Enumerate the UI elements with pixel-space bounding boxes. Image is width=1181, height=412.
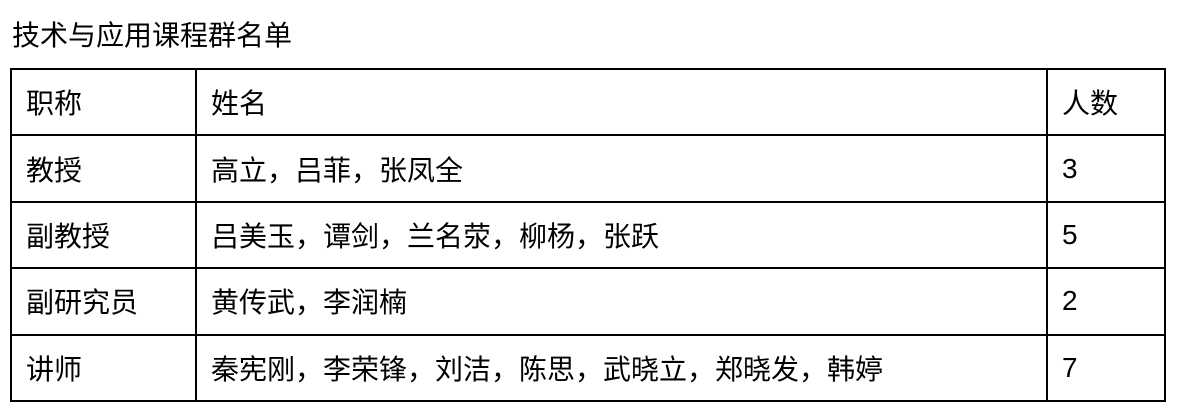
cell-count: 7 (1046, 333, 1166, 403)
cell-names: 黄传武，李润楠 (195, 267, 1048, 336)
table-header-row: 职称 姓名 人数 (10, 67, 1166, 137)
table-row: 教授 高立，吕菲，张凤全 3 (10, 134, 1166, 203)
column-header-count: 人数 (1046, 67, 1166, 137)
cell-count: 5 (1046, 200, 1166, 270)
cell-names: 吕美玉，谭剑，兰名荥，柳杨，张跃 (195, 200, 1048, 270)
table-row: 副教授 吕美玉，谭剑，兰名荥，柳杨，张跃 5 (10, 200, 1166, 270)
table-row: 讲师 秦宪刚，李荣锋，刘洁，陈思，武晓立，郑晓发，韩婷 7 (10, 333, 1166, 403)
cell-title: 副教授 (10, 200, 197, 270)
cell-names: 高立，吕菲，张凤全 (195, 134, 1048, 203)
column-header-names: 姓名 (195, 67, 1048, 137)
cell-title: 副研究员 (10, 267, 197, 336)
cell-title: 讲师 (10, 333, 197, 403)
table-row: 副研究员 黄传武，李润楠 2 (10, 267, 1166, 336)
page-title: 技术与应用课程群名单 (12, 19, 293, 52)
cell-count: 2 (1046, 267, 1166, 336)
roster-table: 职称 姓名 人数 教授 高立，吕菲，张凤全 3 副教授 吕美玉，谭剑，兰名荥，柳… (10, 67, 1166, 403)
cell-title: 教授 (10, 134, 197, 203)
cell-names: 秦宪刚，李荣锋，刘洁，陈思，武晓立，郑晓发，韩婷 (195, 333, 1048, 403)
cell-count: 3 (1046, 134, 1166, 203)
column-header-title: 职称 (10, 67, 197, 137)
